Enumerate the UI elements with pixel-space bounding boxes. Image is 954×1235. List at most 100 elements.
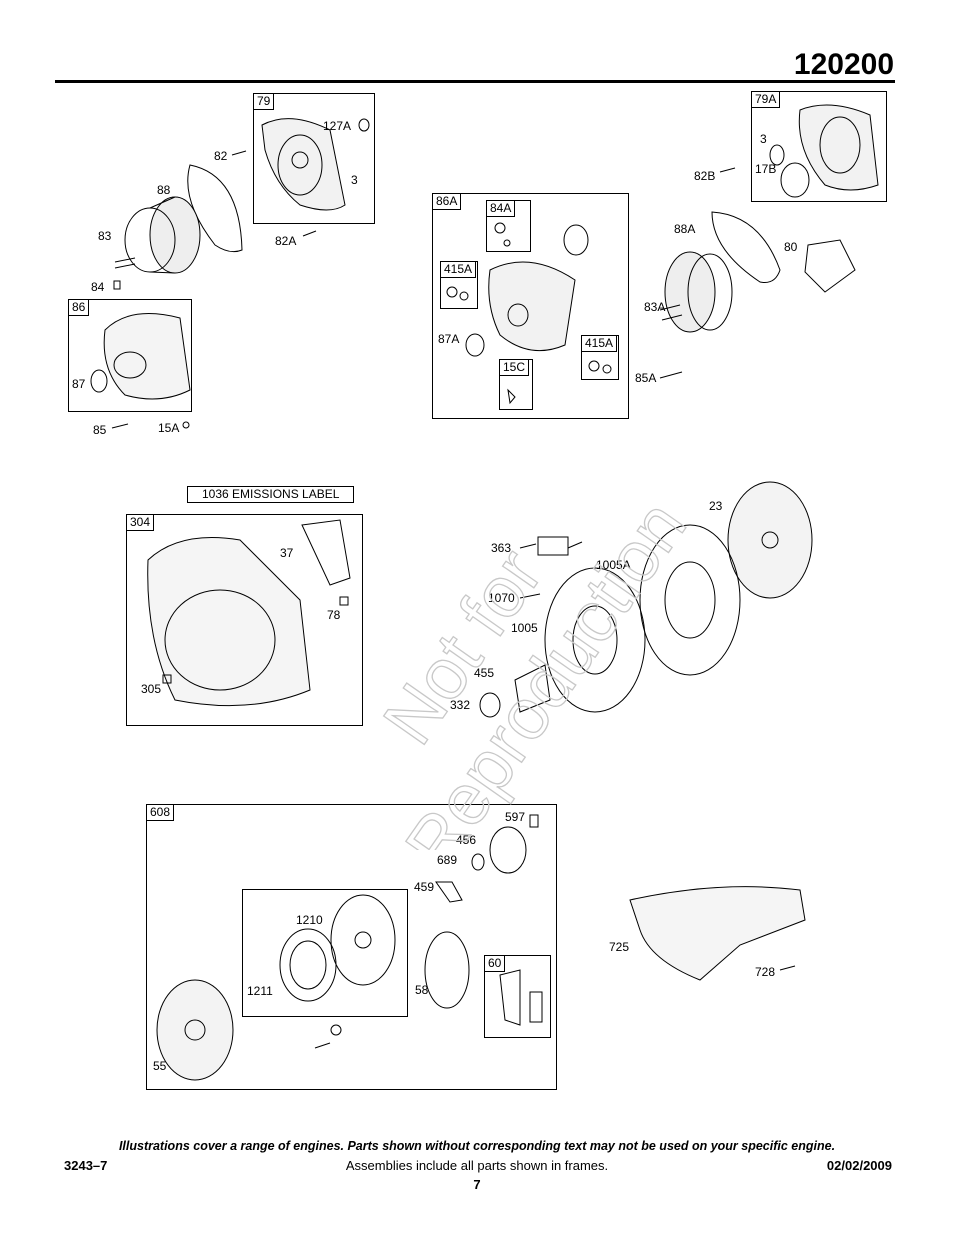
frame-608: 608 (146, 804, 557, 1090)
part-332-nut (479, 692, 501, 718)
footer-assembly-note: Assemblies include all parts shown in fr… (345, 1158, 609, 1173)
callout-1005A: 1005A (596, 558, 631, 572)
frame-79A-tag: 79A (751, 91, 781, 108)
part-23-flywheel (727, 481, 813, 599)
callout-55: 55 (153, 1059, 167, 1073)
frame-79: 79 (253, 93, 375, 224)
part-80-flange (804, 239, 856, 293)
part-60-handle (499, 969, 543, 1026)
part-456-ratchet (489, 826, 527, 874)
callout-82A: 82A (275, 234, 297, 248)
frame-86A-tag: 86A (432, 193, 462, 210)
callout-78: 78 (327, 608, 341, 622)
starter-screw (314, 1042, 331, 1049)
callout-456: 456 (456, 833, 477, 847)
emissions-label-banner: 1036 EMISSIONS LABEL (187, 486, 355, 503)
part-363-bracket (519, 536, 583, 556)
footer-date: 02/02/2009 (826, 1158, 892, 1173)
frame-415A-right: 415A (581, 335, 619, 380)
callout-85A: 85A (635, 371, 657, 385)
page-number: 7 (473, 1177, 481, 1192)
frame-15C-tag: 15C (499, 359, 530, 376)
frame-86-tag: 86 (68, 299, 90, 316)
part-455-cup (514, 664, 551, 713)
callout-1070: 1070 (488, 591, 515, 605)
callout-17B: 17B (755, 162, 777, 176)
part-459-pawl (435, 881, 463, 903)
part-86-sump (90, 313, 191, 429)
frame-84A: 84A (486, 200, 531, 252)
callout-1211: 1211 (247, 984, 273, 998)
callout-80: 80 (784, 240, 798, 254)
footer-document-id: 3243–7 (64, 1158, 108, 1173)
callout-363: 363 (491, 541, 512, 555)
callout-728: 728 (755, 965, 776, 979)
part-86A-sump (446, 222, 612, 405)
part-88A-gasket (711, 211, 781, 283)
callout-58: 58 (415, 983, 429, 997)
starter-nut (330, 1024, 342, 1036)
frame-608-tag: 608 (146, 804, 175, 821)
callout-689: 689 (437, 853, 458, 867)
part-597-screw (529, 814, 539, 828)
callout-87: 87 (72, 377, 86, 391)
frame-84A-tag: 84A (486, 200, 516, 217)
frame-304-tag: 304 (126, 514, 155, 531)
frame-60-tag: 60 (484, 955, 506, 972)
callout-88: 88 (157, 183, 171, 197)
callout-459: 459 (414, 880, 435, 894)
frame-1210-inner (242, 889, 408, 1017)
part-1210-pulley (330, 894, 396, 986)
callout-1005: 1005 (511, 621, 538, 635)
part-1005-fan (544, 567, 646, 713)
part-1211-spring (279, 928, 337, 1002)
callout-597: 597 (505, 810, 526, 824)
frame-86A: 86A (432, 193, 629, 419)
callout-83: 83 (98, 229, 112, 243)
callout-3-top-left: 3 (351, 173, 358, 187)
frame-415A-left-tag: 415A (440, 261, 477, 278)
frame-60: 60 (484, 955, 551, 1038)
callout-83A: 83A (644, 300, 666, 314)
frame-304: 304 (126, 514, 363, 726)
callout-15A: 15A (158, 421, 180, 435)
callout-455: 455 (474, 666, 495, 680)
callout-127A: 127A (323, 119, 352, 133)
part-725-shroud (629, 886, 806, 981)
part-83A-crank (659, 251, 733, 379)
callout-305: 305 (141, 682, 162, 696)
frame-415A-left: 415A (440, 261, 478, 309)
part-83-crank (113, 196, 201, 290)
header-rule (55, 80, 895, 83)
part-304-blower-housing (147, 519, 351, 707)
frame-79-tag: 79 (253, 93, 275, 110)
callout-85: 85 (93, 423, 107, 437)
part-55-starter-housing (156, 979, 234, 1081)
part-88-gasket (187, 164, 243, 253)
callout-82: 82 (214, 149, 228, 163)
part-58-rope (424, 931, 470, 1009)
frame-415A-right-tag: 415A (581, 335, 618, 352)
callout-1210: 1210 (296, 913, 323, 927)
callout-3-top-right: 3 (760, 132, 767, 146)
part-1005A-fan (639, 524, 741, 676)
footer-disclaimer: Illustrations cover a range of engines. … (118, 1139, 836, 1153)
callout-37: 37 (280, 546, 294, 560)
frame-15C: 15C (499, 359, 533, 410)
part-1070-screw (519, 593, 541, 599)
callout-84: 84 (91, 280, 105, 294)
frame-79A: 79A (751, 91, 887, 202)
model-number: 120200 (793, 48, 894, 81)
frame-86: 86 (68, 299, 192, 412)
callout-332: 332 (450, 698, 471, 712)
part-79-cover (231, 118, 370, 237)
callout-725: 725 (609, 940, 630, 954)
part-689-ring (471, 853, 485, 871)
part-79A-cover (719, 104, 879, 198)
callout-23: 23 (709, 499, 723, 513)
part-728-screw (779, 965, 796, 971)
callout-87A: 87A (438, 332, 460, 346)
callout-82B: 82B (694, 169, 716, 183)
